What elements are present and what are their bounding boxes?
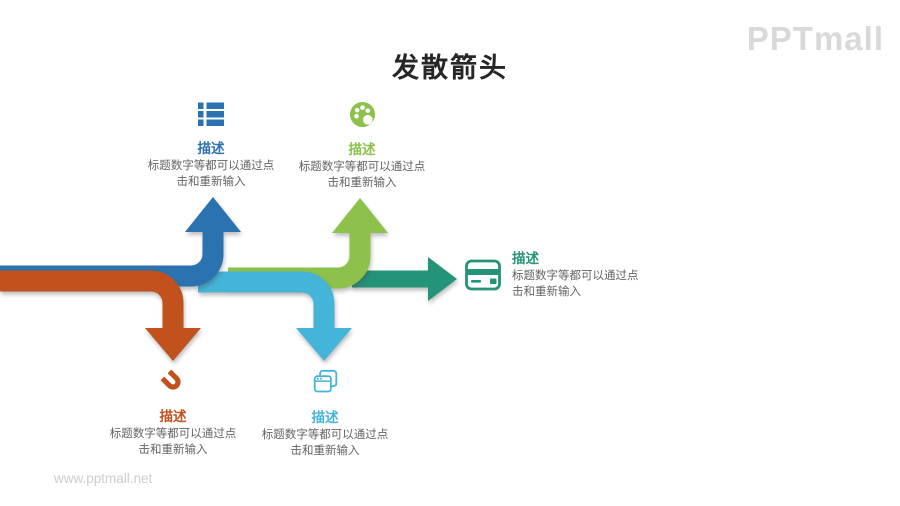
arrow-blue-up xyxy=(0,197,241,287)
arrow-orange-down xyxy=(0,270,201,361)
pptmall-logo: PPTmall xyxy=(746,20,884,57)
palette-icon xyxy=(349,101,376,128)
item-description: 标题数字等都可以通过点 击和重新输入 xyxy=(109,428,237,456)
item-description: 标题数字等都可以通过点 击和重新输入 xyxy=(512,270,639,298)
magnet-icon xyxy=(160,369,186,396)
item-label: 描述 xyxy=(159,409,187,424)
watermark-url: www.pptmall.net xyxy=(54,471,153,486)
arrow-teal-right xyxy=(352,257,457,301)
item-description: 标题数字等都可以通过点 击和重新输入 xyxy=(147,160,275,188)
item-cyan-down: 描述 标题数字等都可以通过点 击和重新输入 xyxy=(240,369,410,459)
arrow-cyan-down xyxy=(198,271,352,361)
credit-card-icon xyxy=(465,259,501,296)
item-label: 描述 xyxy=(311,410,339,425)
item-teal-right: 描述 标题数字等都可以通过点 击和重新输入 xyxy=(512,247,672,300)
item-label: 描述 xyxy=(197,141,225,156)
arrow-green-up xyxy=(228,198,388,289)
item-label: 描述 xyxy=(512,251,539,266)
list-icon xyxy=(198,101,224,128)
item-description: 标题数字等都可以通过点 击和重新输入 xyxy=(261,429,389,457)
page-title: 发散箭头 xyxy=(392,53,508,83)
item-green-up: 描述 标题数字等都可以通过点 击和重新输入 xyxy=(277,101,447,191)
windows-icon xyxy=(312,369,339,396)
item-blue-up: 描述 标题数字等都可以通过点 击和重新输入 xyxy=(126,101,296,190)
item-orange-down: 描述 标题数字等都可以通过点 击和重新输入 xyxy=(88,369,258,458)
item-description: 标题数字等都可以通过点 击和重新输入 xyxy=(298,161,426,189)
item-label: 描述 xyxy=(348,142,376,157)
